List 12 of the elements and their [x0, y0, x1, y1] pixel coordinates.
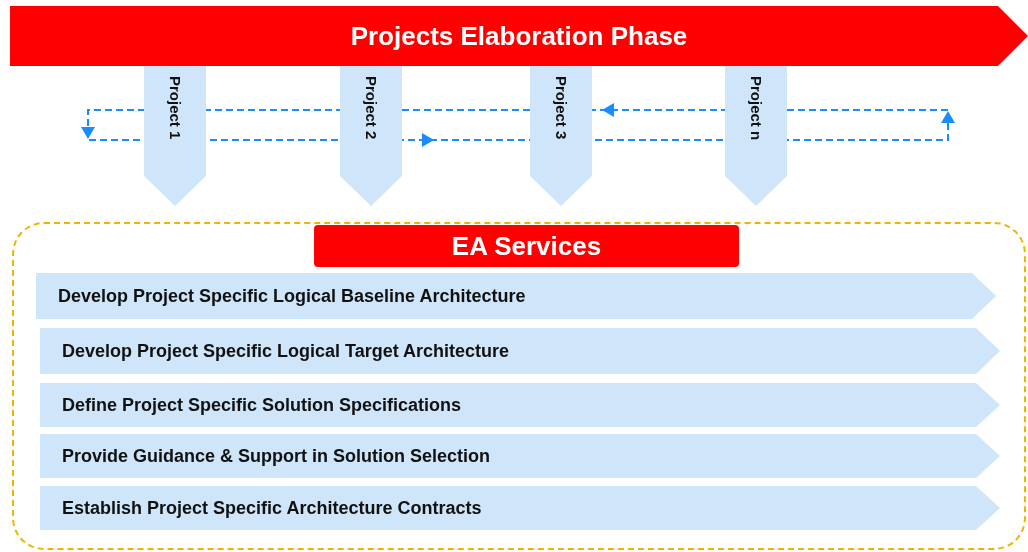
- service-bar: Develop Project Specific Logical Baseline Architecture: [36, 273, 996, 319]
- service-bar: Provide Guidance & Support in Solution Selection: [40, 434, 1000, 478]
- service-bar: Establish Project Specific Architecture Contracts: [40, 486, 1000, 530]
- section-heading: EA Services: [314, 225, 739, 267]
- project-tab: Project 3: [530, 66, 592, 206]
- project-tab: Project 1: [144, 66, 206, 206]
- service-bar: Define Project Specific Solution Specifications: [40, 383, 1000, 427]
- project-tab: Project n: [725, 66, 787, 206]
- phase-banner: Projects Elaboration Phase: [10, 6, 1028, 66]
- dashed-container: [12, 222, 1026, 550]
- service-bar: Develop Project Specific Logical Target Architecture: [40, 328, 1000, 374]
- project-tab: Project 2: [340, 66, 402, 206]
